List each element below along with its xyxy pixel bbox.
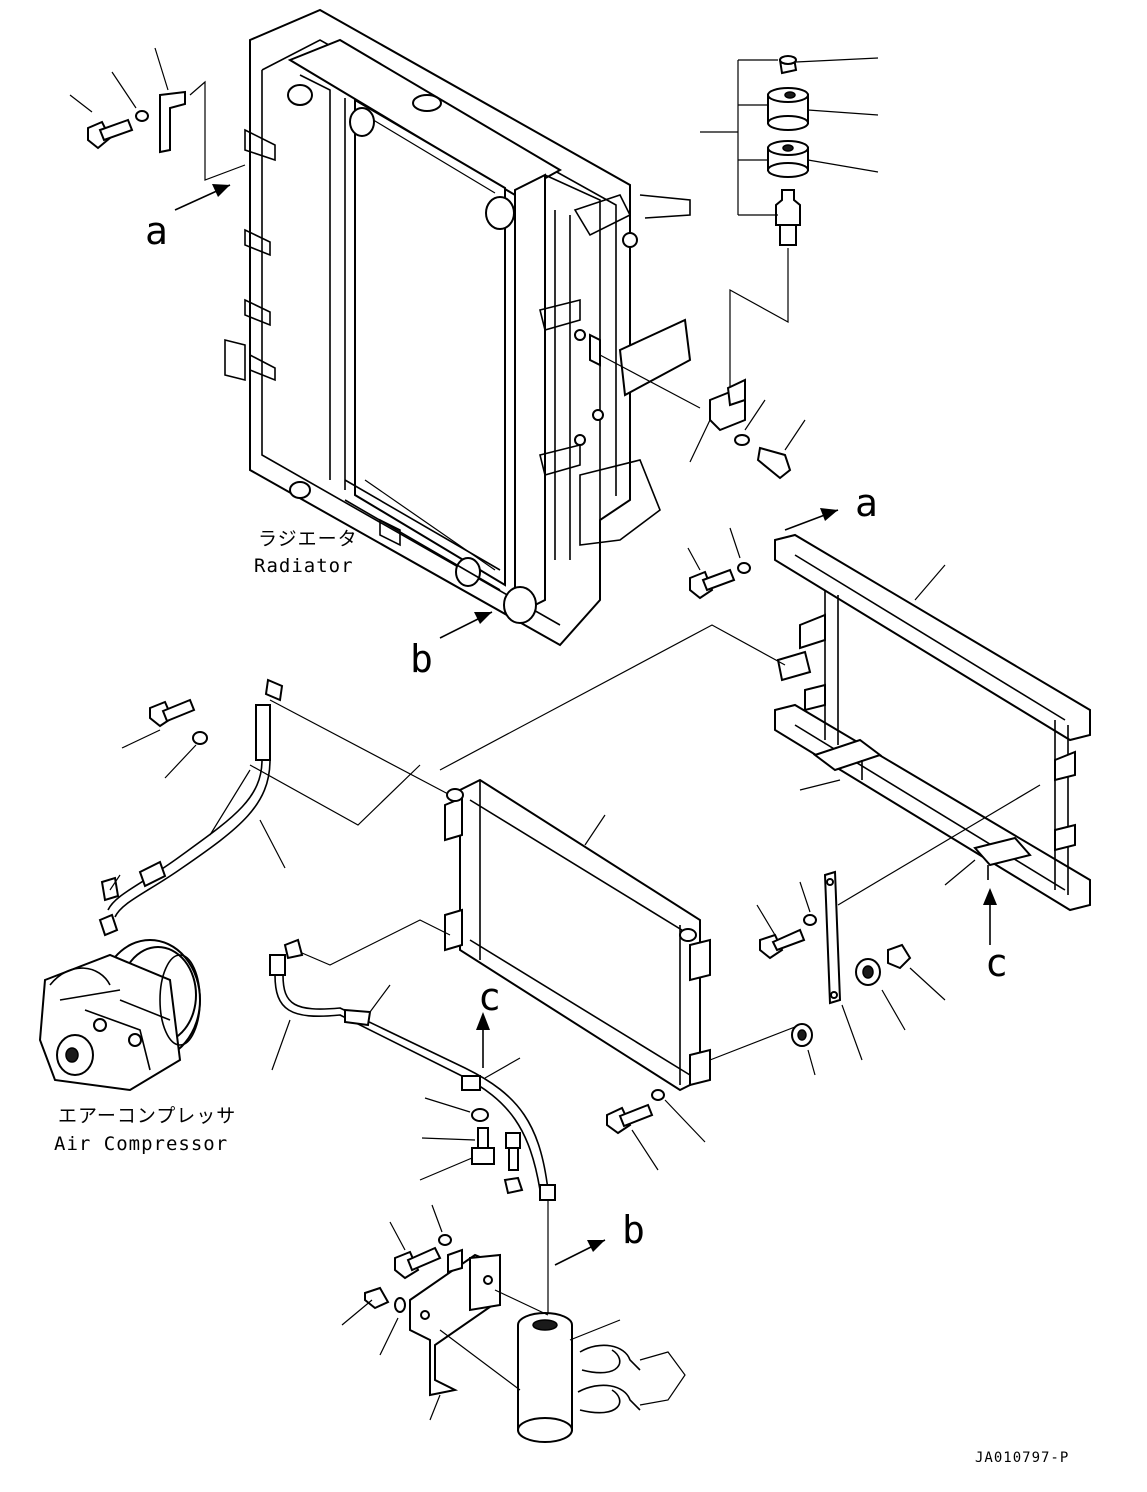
- arrow-a-right: a: [784, 481, 878, 531]
- radiator-assembly: [224, 8, 691, 647]
- arrow-a-top: a: [145, 184, 231, 253]
- liquid-hose: [269, 938, 556, 1320]
- receiver-drier: [517, 1312, 686, 1443]
- strap-and-nuts: [756, 870, 946, 1076]
- arrow-c-frame: c: [983, 888, 1008, 985]
- compressor-label-jp: エアーコンプレッサ: [58, 1105, 236, 1127]
- arrow-b-radiator: b: [410, 611, 493, 681]
- discharge-hose: [98, 678, 286, 937]
- top-left-fasteners: [69, 47, 246, 181]
- arrow-b-receiver-label: b: [622, 1208, 645, 1252]
- drawing-code: JA010797-P: [975, 1450, 1069, 1466]
- arrow-c-frame-label: c: [985, 941, 1008, 985]
- connector-line-hose-to-condenser: [249, 699, 451, 826]
- mount-stack: [599, 55, 879, 480]
- arrow-a-right-label: a: [855, 481, 878, 525]
- receiver-fasteners: [341, 1204, 452, 1356]
- compressor-label-en: Air Compressor: [54, 1133, 228, 1155]
- middle-fasteners: [419, 1097, 524, 1195]
- receiver-bracket: [409, 1248, 549, 1421]
- connector-line-strap: [837, 784, 1041, 906]
- condenser-frame: [687, 527, 1091, 912]
- radiator-label-jp: ラジエータ: [258, 528, 358, 550]
- arrow-c-condenser: c: [476, 975, 501, 1068]
- hose-clamp-fasteners: [121, 698, 208, 779]
- condenser: [294, 778, 801, 1092]
- air-compressor: [38, 939, 201, 1092]
- connector-line-frame-to-condenser: [439, 624, 786, 771]
- arrow-b-receiver: b: [554, 1208, 645, 1266]
- mounting-plate: [589, 318, 692, 397]
- condenser-bottom-fasteners: [606, 1089, 706, 1171]
- arrow-c-condenser-label: c: [478, 975, 501, 1019]
- arrow-a-top-label: a: [145, 209, 168, 253]
- radiator-label-en: Radiator: [254, 555, 354, 577]
- arrow-b-radiator-label: b: [410, 637, 433, 681]
